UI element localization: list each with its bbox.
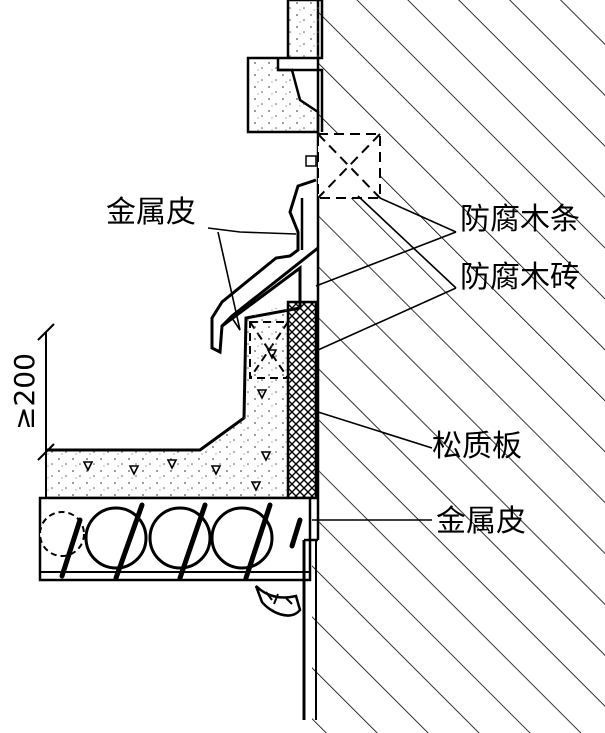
loose-board: [286, 300, 318, 500]
label-loose-board: 松质板: [432, 429, 522, 464]
dimension-line: [37, 323, 55, 461]
upper-metal-flashing: [210, 178, 319, 355]
label-anti-corrosion-wood-brick: 防腐木砖: [460, 260, 580, 295]
upper-wood-strip: [305, 133, 381, 199]
upper-coping-block: [246, 0, 324, 134]
lower-metal-flashing: [254, 538, 318, 720]
label-anti-corrosion-wood-strip: 防腐木条: [460, 202, 580, 237]
label-metal-skin-bottom: 金属皮: [436, 504, 526, 539]
hollow-core-slab: [38, 496, 312, 582]
leader-lines: [207, 195, 457, 521]
label-metal-skin-top: 金属皮: [106, 195, 196, 230]
brick-wall: [312, 0, 605, 733]
concrete-topping: [45, 304, 288, 500]
dimension-label: ≥200: [8, 353, 41, 430]
